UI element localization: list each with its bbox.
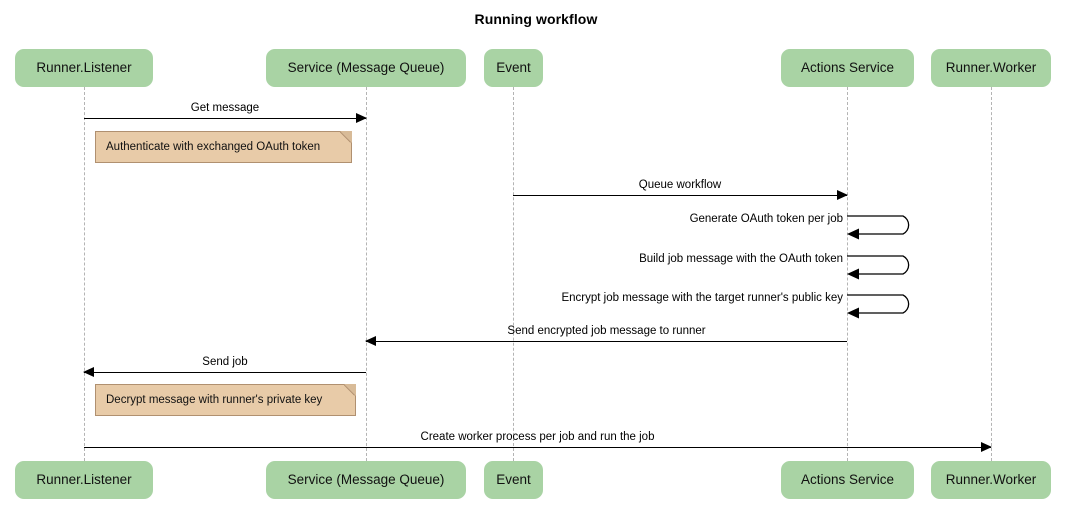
message-label: Get message [190, 102, 260, 114]
participant-label: Runner.Listener [36, 60, 132, 75]
note-text: Authenticate with exchanged OAuth token [106, 141, 321, 153]
participant-service-mq-bottom[interactable]: Service (Message Queue) [266, 461, 466, 499]
arrowhead-right-icon [356, 113, 367, 123]
self-loop-arrow-icon [847, 215, 910, 240]
note-fold-edge-icon [344, 384, 356, 396]
participant-label: Actions Service [800, 472, 895, 487]
note-decrypt-private-key: Decrypt message with runner's private ke… [95, 384, 356, 416]
lifeline-runner-worker [991, 87, 992, 461]
message-line [84, 372, 366, 373]
lifeline-event [513, 87, 514, 461]
participant-event-top[interactable]: Event [484, 49, 543, 87]
message-label: Build job message with the OAuth token [639, 253, 843, 265]
lifeline-service-mq [366, 87, 367, 461]
participant-label: Event [496, 472, 531, 487]
self-message-generate-oauth-token[interactable]: Generate OAuth token per job [690, 213, 927, 243]
participant-label: Actions Service [800, 60, 895, 75]
self-message-build-job-message[interactable]: Build job message with the OAuth token [639, 253, 927, 283]
participant-label: Service (Message Queue) [287, 472, 445, 487]
message-line [513, 195, 847, 196]
note-text: Decrypt message with runner's private ke… [106, 394, 323, 406]
participant-service-mq-top[interactable]: Service (Message Queue) [266, 49, 466, 87]
message-line [84, 447, 991, 448]
participant-event-bottom[interactable]: Event [484, 461, 543, 499]
arrowhead-left-icon [365, 336, 376, 346]
note-fold-edge-icon [340, 131, 352, 143]
message-line [366, 341, 847, 342]
arrowhead-left-icon [83, 367, 94, 377]
self-loop-arrow-icon [847, 294, 910, 319]
message-label: Queue workflow [638, 179, 722, 191]
message-label: Send encrypted job message to runner [507, 325, 706, 337]
participant-runner-listener-top[interactable]: Runner.Listener [15, 49, 153, 87]
message-label: Generate OAuth token per job [689, 213, 843, 225]
note-authenticate-oauth: Authenticate with exchanged OAuth token [95, 131, 352, 163]
participant-runner-listener-bottom[interactable]: Runner.Listener [15, 461, 153, 499]
participant-label: Runner.Worker [945, 472, 1037, 487]
participant-label: Runner.Worker [945, 60, 1037, 75]
arrowhead-right-icon [981, 442, 992, 452]
participant-runner-worker-top[interactable]: Runner.Worker [931, 49, 1051, 87]
participant-label: Service (Message Queue) [287, 60, 445, 75]
participant-runner-worker-bottom[interactable]: Runner.Worker [931, 461, 1051, 499]
self-message-encrypt-job-message[interactable]: Encrypt job message with the target runn… [561, 292, 927, 322]
message-label: Create worker process per job and run th… [420, 431, 655, 443]
participant-actions-service-bottom[interactable]: Actions Service [781, 461, 914, 499]
participant-label: Runner.Listener [36, 472, 132, 487]
message-line [84, 118, 366, 119]
arrowhead-right-icon [837, 190, 848, 200]
page-title: Running workflow [474, 11, 598, 27]
message-label: Send job [202, 356, 248, 368]
lifeline-runner-listener [84, 87, 85, 461]
participant-actions-service-top[interactable]: Actions Service [781, 49, 914, 87]
message-label: Encrypt job message with the target runn… [561, 292, 843, 304]
self-loop-arrow-icon [847, 255, 910, 280]
participant-label: Event [496, 60, 531, 75]
